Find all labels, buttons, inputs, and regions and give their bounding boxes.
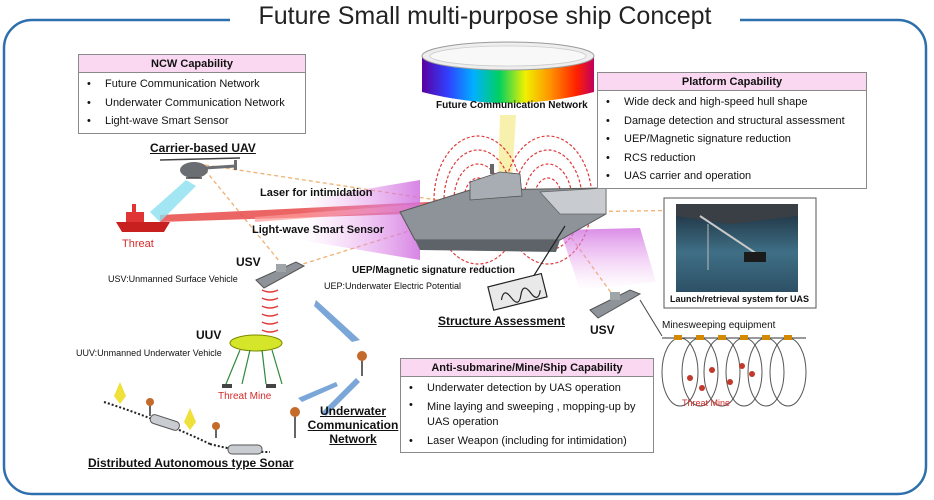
uep-definition: UEP:Underwater Electric Potential — [324, 281, 462, 291]
threat-label: Threat — [122, 238, 154, 250]
usv-sonar-waves — [261, 289, 279, 333]
buoys — [146, 351, 367, 438]
sonar-beam-2 — [184, 408, 196, 430]
smart-sensor-glow — [300, 180, 420, 260]
minesweeping-coils — [661, 337, 807, 407]
uuv-label: UUV — [196, 328, 222, 342]
uuv-vehicle — [222, 334, 283, 388]
structure-sensor — [487, 225, 566, 311]
platform-item: Damage detection and structural assessme… — [606, 112, 860, 131]
platform-item: UAS carrier and operation — [606, 167, 860, 186]
page-title: Future Small multi-purpose ship Concept — [230, 2, 740, 31]
sonar-label: Distributed Autonomous type Sonar — [88, 456, 294, 470]
ncw-item: Future Communication Network — [87, 75, 299, 94]
platform-capability-box: Platform Capability Wide deck and high-s… — [597, 72, 867, 189]
minesweeping-label: Minesweeping equipment — [662, 320, 776, 331]
sonar-beam-1 — [114, 382, 126, 404]
carrier-uav-label: Carrier-based UAV — [150, 141, 256, 155]
antisub-item: Mine laying and sweeping , mopping-up by… — [409, 398, 647, 432]
threat-mines — [687, 363, 755, 391]
uav-sensor-beam — [150, 180, 196, 222]
sonar-arrays — [103, 401, 271, 455]
antisub-item: Underwater detection by UAS operation — [409, 379, 647, 398]
uep-reduction-label: UEP/Magnetic signature reduction — [352, 265, 515, 276]
threat-ship — [116, 204, 170, 232]
platform-item: RCS reduction — [606, 149, 860, 168]
coil-markers — [674, 335, 792, 340]
future-network-label: Future Communication Network — [436, 100, 588, 111]
ncw-capability-box: NCW Capability Future Communication Netw… — [78, 54, 306, 134]
antisub-item: Laser Weapon (including for intimidation… — [409, 432, 647, 451]
launch-caption: Launch/retrieval system for UAS — [670, 294, 810, 304]
smart-sensor-label: Light-wave Smart Sensor — [252, 224, 385, 236]
structure-assessment-label: Structure Assessment — [438, 314, 565, 328]
antisub-header: Anti-submarine/Mine/Ship Capability — [401, 359, 653, 377]
network-disc — [421, 41, 595, 103]
usv-label-2: USV — [590, 323, 615, 337]
ncw-header: NCW Capability — [79, 55, 305, 73]
usv-boat-2 — [589, 289, 663, 337]
threat-mine-label-2: Threat Mine — [682, 398, 731, 408]
launch-photo — [663, 197, 817, 309]
antisub-capability-box: Anti-submarine/Mine/Ship Capability Unde… — [400, 358, 654, 453]
platform-item: Wide deck and high-speed hull shape — [606, 93, 860, 112]
main-ship — [399, 164, 607, 252]
threat-mine-label-1: Threat Mine — [218, 391, 272, 402]
platform-header: Platform Capability — [598, 73, 866, 91]
laser-label: Laser for intimidation — [260, 187, 373, 199]
ncw-item: Underwater Communication Network — [87, 94, 299, 113]
uuv-definition: UUV:Unmanned Underwater Vehicle — [76, 348, 222, 358]
usv-label-1: USV — [236, 255, 261, 269]
comm-arrows — [298, 300, 360, 416]
comm-beam — [498, 115, 516, 180]
usv-boat-1 — [255, 261, 306, 289]
ncw-item: Light-wave Smart Sensor — [87, 112, 299, 131]
uav-helicopter — [159, 157, 241, 179]
hull-glow — [560, 228, 656, 290]
platform-item: UEP/Magnetic signature reduction — [606, 130, 860, 149]
underwater-network-label: Underwater Communication Network — [307, 404, 399, 446]
usv-definition: USV:Unmanned Surface Vehicle — [108, 274, 238, 284]
